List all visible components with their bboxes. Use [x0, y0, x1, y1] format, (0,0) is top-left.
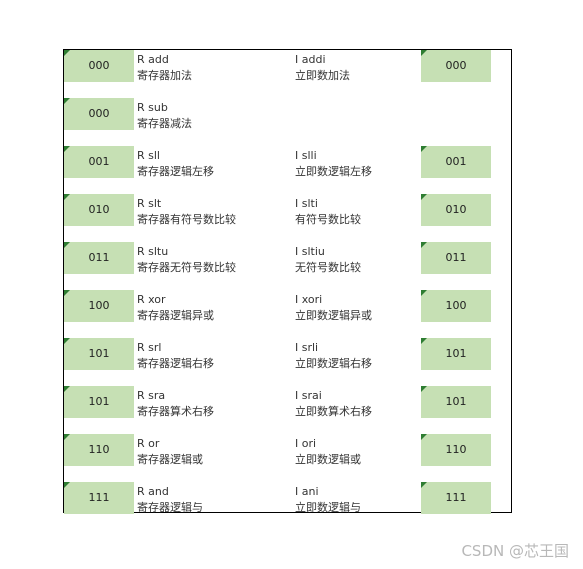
funct3-cell-right[interactable]: 101 [421, 338, 491, 370]
funct3-cell-left[interactable]: 101 [64, 386, 134, 418]
funct3-cell-right[interactable]: 010 [421, 194, 491, 226]
r-type-instruction: R slt 寄存器有符号数比较 [137, 196, 236, 228]
instruction-description[interactable]: 立即数加法 [295, 69, 350, 82]
i-type-instruction: I sltiu 无符号数比较 [295, 244, 361, 276]
r-type-instruction: R sll 寄存器逻辑左移 [137, 148, 214, 180]
funct3-cell-left[interactable]: 110 [64, 434, 134, 466]
instruction-mnemonic[interactable]: I sltiu [295, 245, 325, 258]
instruction-mnemonic[interactable]: R slt [137, 197, 162, 210]
i-type-instruction: I ani 立即数逻辑与 [295, 484, 361, 516]
r-type-instruction: R sra 寄存器算术右移 [137, 388, 214, 420]
instruction-mnemonic[interactable]: I slti [295, 197, 318, 210]
instruction-description[interactable]: 立即数逻辑与 [295, 501, 361, 514]
instruction-description[interactable]: 寄存器加法 [137, 69, 192, 82]
instruction-mnemonic[interactable]: R srl [137, 341, 162, 354]
instruction-mnemonic[interactable]: R xor [137, 293, 166, 306]
funct3-cell-left[interactable]: 100 [64, 290, 134, 322]
instruction-description[interactable]: 有符号数比较 [295, 213, 361, 226]
instruction-mnemonic[interactable]: R sll [137, 149, 160, 162]
instruction-mnemonic[interactable]: R and [137, 485, 169, 498]
funct3-cell-right[interactable]: 100 [421, 290, 491, 322]
funct3-cell-left[interactable]: 000 [64, 98, 134, 130]
instruction-description[interactable]: 寄存器减法 [137, 117, 192, 130]
instruction-description[interactable]: 无符号数比较 [295, 261, 361, 274]
instruction-description[interactable]: 立即数逻辑左移 [295, 165, 372, 178]
instruction-mnemonic[interactable]: I srai [295, 389, 322, 402]
instruction-mnemonic[interactable]: I addi [295, 53, 326, 66]
i-type-instruction: I srli 立即数逻辑右移 [295, 340, 372, 372]
i-type-instruction: I ori 立即数逻辑或 [295, 436, 361, 468]
r-type-instruction: R xor 寄存器逻辑异或 [137, 292, 214, 324]
i-type-instruction: I slli 立即数逻辑左移 [295, 148, 372, 180]
funct3-cell-right[interactable]: 000 [421, 50, 491, 82]
funct3-cell-right[interactable]: 001 [421, 146, 491, 178]
funct3-cell-right[interactable]: 110 [421, 434, 491, 466]
r-type-instruction: R or 寄存器逻辑或 [137, 436, 203, 468]
funct3-cell-right[interactable]: 111 [421, 482, 491, 514]
instruction-description[interactable]: 寄存器逻辑异或 [137, 309, 214, 322]
instruction-description[interactable]: 寄存器逻辑左移 [137, 165, 214, 178]
instruction-description[interactable]: 寄存器逻辑或 [137, 453, 203, 466]
instruction-mnemonic[interactable]: I ori [295, 437, 317, 450]
funct3-cell-left[interactable]: 000 [64, 50, 134, 82]
instruction-description[interactable]: 寄存器逻辑与 [137, 501, 203, 514]
instruction-mnemonic[interactable]: I xori [295, 293, 323, 306]
instruction-mnemonic[interactable]: R add [137, 53, 169, 66]
i-type-instruction: I xori 立即数逻辑异或 [295, 292, 372, 324]
funct3-cell-left[interactable]: 101 [64, 338, 134, 370]
i-type-instruction: I slti 有符号数比较 [295, 196, 361, 228]
watermark: CSDN @芯王国 [461, 542, 569, 560]
instruction-description[interactable]: 立即数逻辑或 [295, 453, 361, 466]
instruction-description[interactable]: 寄存器有符号数比较 [137, 213, 236, 226]
instruction-mnemonic[interactable]: R sub [137, 101, 168, 114]
instruction-description[interactable]: 立即数算术右移 [295, 405, 372, 418]
r-type-instruction: R sub 寄存器减法 [137, 100, 192, 132]
instruction-mnemonic[interactable]: R sltu [137, 245, 169, 258]
instruction-description[interactable]: 立即数逻辑右移 [295, 357, 372, 370]
instruction-description[interactable]: 寄存器无符号数比较 [137, 261, 236, 274]
funct3-cell-left[interactable]: 111 [64, 482, 134, 514]
instruction-description[interactable]: 寄存器逻辑右移 [137, 357, 214, 370]
funct3-cell-left[interactable]: 001 [64, 146, 134, 178]
instruction-mnemonic[interactable]: I slli [295, 149, 317, 162]
i-type-instruction: I addi 立即数加法 [295, 52, 350, 84]
instruction-mnemonic[interactable]: I srli [295, 341, 319, 354]
r-type-instruction: R and 寄存器逻辑与 [137, 484, 203, 516]
funct3-cell-right[interactable]: 011 [421, 242, 491, 274]
i-type-instruction: I srai 立即数算术右移 [295, 388, 372, 420]
funct3-cell-right[interactable]: 101 [421, 386, 491, 418]
funct3-cell-left[interactable]: 010 [64, 194, 134, 226]
funct3-cell-left[interactable]: 011 [64, 242, 134, 274]
instruction-description[interactable]: 寄存器算术右移 [137, 405, 214, 418]
r-type-instruction: R add 寄存器加法 [137, 52, 192, 84]
r-type-instruction: R sltu 寄存器无符号数比较 [137, 244, 236, 276]
instruction-mnemonic[interactable]: R or [137, 437, 160, 450]
instruction-description[interactable]: 立即数逻辑异或 [295, 309, 372, 322]
r-type-instruction: R srl 寄存器逻辑右移 [137, 340, 214, 372]
instruction-mnemonic[interactable]: R sra [137, 389, 166, 402]
instruction-mnemonic[interactable]: I ani [295, 485, 319, 498]
